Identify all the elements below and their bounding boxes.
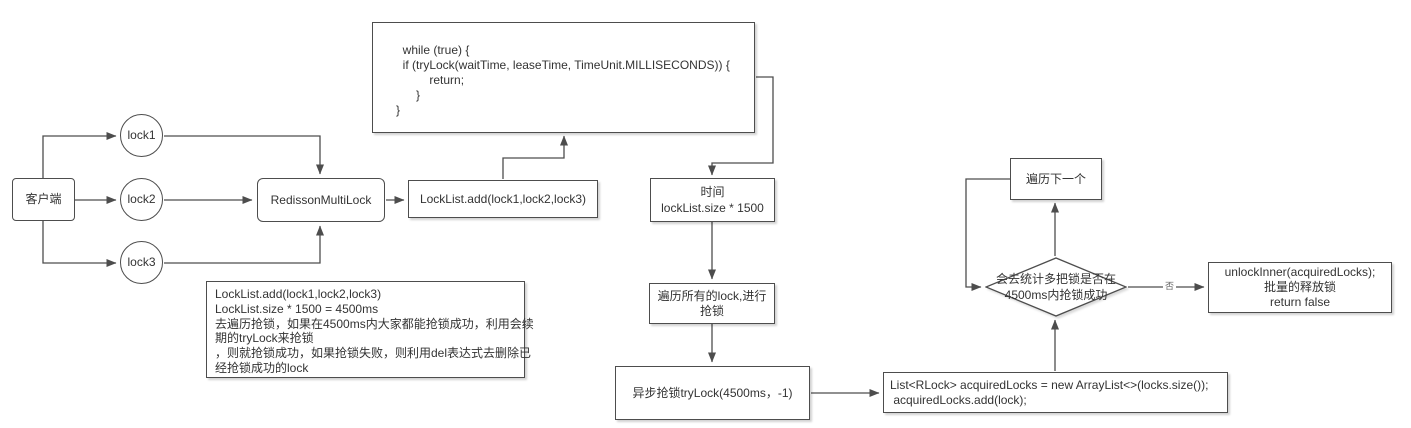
node-code-block: while (true) { if (tryLock(waitTime, lea… xyxy=(372,22,755,133)
decision-label: 会去统计多把锁是否在 4500ms内抢锁成功 xyxy=(985,257,1127,317)
acquired-locks-line1: List<RLock> acquiredLocks = new ArrayLis… xyxy=(890,377,1209,392)
node-note: LockList.add(lock1,lock2,lock3) LockList… xyxy=(206,281,534,378)
node-unlock-inner: unlockInner(acquiredLocks); 批量的释放锁 retur… xyxy=(1208,262,1392,313)
node-redisson-multilock: RedissonMultiLock xyxy=(257,178,385,222)
node-lock3: lock3 xyxy=(120,241,163,284)
locklist-add-label: LockList.add(lock1,lock2,lock3) xyxy=(419,191,587,206)
node-iterate-locks: 遍历所有的lock,进行 抢锁 xyxy=(649,283,775,324)
node-async-trylock: 异步抢锁tryLock(4500ms，-1) xyxy=(615,366,810,420)
node-client: 客户端 xyxy=(12,178,75,221)
lock1-label: lock1 xyxy=(127,128,156,142)
node-acquired-locks: List<RLock> acquiredLocks = new ArrayLis… xyxy=(883,372,1228,413)
time-label-line2: lockList.size * 1500 xyxy=(661,201,764,215)
acquired-locks-line2: acquiredLocks.add(lock); xyxy=(890,392,1027,407)
node-locklist-add: LockList.add(lock1,lock2,lock3) xyxy=(408,180,598,218)
decision-label-line1: 会去统计多把锁是否在 xyxy=(995,272,1116,286)
lock3-label: lock3 xyxy=(127,255,156,269)
lock2-label: lock2 xyxy=(127,192,156,206)
decision-diamond-shape xyxy=(985,257,1127,317)
client-label: 客户端 xyxy=(25,192,62,206)
node-lock1: lock1 xyxy=(120,114,163,157)
decision-label-line2: 4500ms内抢锁成功 xyxy=(1004,288,1108,302)
redisson-multilock-label: RedissonMultiLock xyxy=(270,192,372,207)
node-next-item: 遍历下一个 xyxy=(1010,158,1102,200)
unlock-inner-line3: return false xyxy=(1269,295,1331,309)
node-lock2: lock2 xyxy=(120,178,163,221)
unlock-inner-line1: unlockInner(acquiredLocks); xyxy=(1224,265,1376,279)
unlock-inner-line2: 批量的释放锁 xyxy=(1263,280,1336,294)
edge-label-no: 否 xyxy=(1163,281,1177,292)
node-time: 时间 lockList.size * 1500 xyxy=(650,178,775,222)
time-label-line1: 时间 xyxy=(700,185,725,199)
node-decision-diamond: 会去统计多把锁是否在 4500ms内抢锁成功 xyxy=(985,257,1127,317)
